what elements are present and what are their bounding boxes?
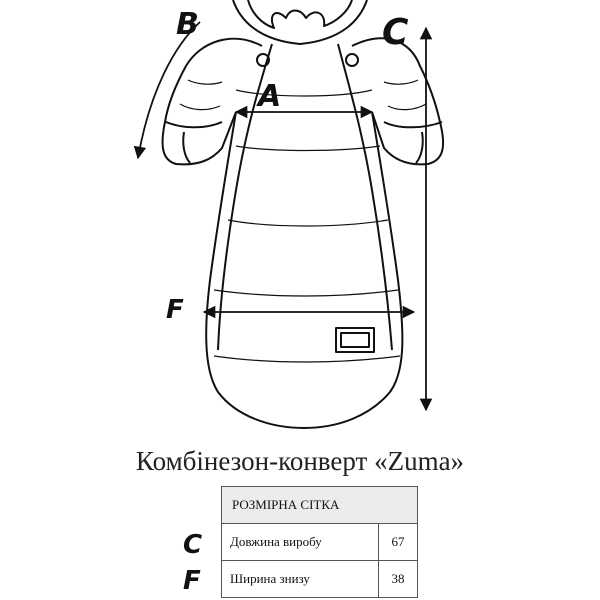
left-zip xyxy=(217,43,273,351)
label-f: F xyxy=(166,295,184,325)
product-title: Комбінезон-конверт «Zuma» xyxy=(135,446,465,476)
hood-fur xyxy=(247,0,353,29)
right-zip xyxy=(337,43,393,351)
size-table: РОЗМІРНА СІТКА Довжина виробу 67 Ширина … xyxy=(221,486,418,598)
left-button xyxy=(256,53,270,67)
right-cuff-line xyxy=(383,121,443,129)
left-mitten-seam xyxy=(182,131,191,164)
row-mark-c: C xyxy=(183,530,203,560)
table-row: Ширина знизу 38 xyxy=(221,560,418,598)
right-button xyxy=(345,53,359,67)
row-value: 38 xyxy=(378,560,418,598)
row-value: 67 xyxy=(378,523,418,561)
table-row: Довжина виробу 67 xyxy=(221,523,418,561)
table-header-row: РОЗМІРНА СІТКА xyxy=(221,486,418,524)
left-sleeve xyxy=(161,37,263,166)
label-patch-inner xyxy=(340,332,370,348)
left-cuff-line xyxy=(165,121,223,129)
hood-outline xyxy=(232,0,368,45)
garment-diagram: A B C F xyxy=(133,0,445,429)
label-a: A xyxy=(256,79,281,114)
label-b: B xyxy=(176,7,199,42)
body-outline xyxy=(205,111,404,429)
row-label: Довжина виробу xyxy=(221,523,379,561)
label-c: C xyxy=(382,12,409,53)
measure-b-arrow xyxy=(133,21,201,160)
right-sleeve xyxy=(351,37,445,166)
right-mitten-seam xyxy=(415,131,424,164)
row-label: Ширина знизу xyxy=(221,560,379,598)
label-patch-outer xyxy=(335,327,375,353)
table-header: РОЗМІРНА СІТКА xyxy=(221,486,418,524)
row-mark-f: F xyxy=(183,566,201,596)
